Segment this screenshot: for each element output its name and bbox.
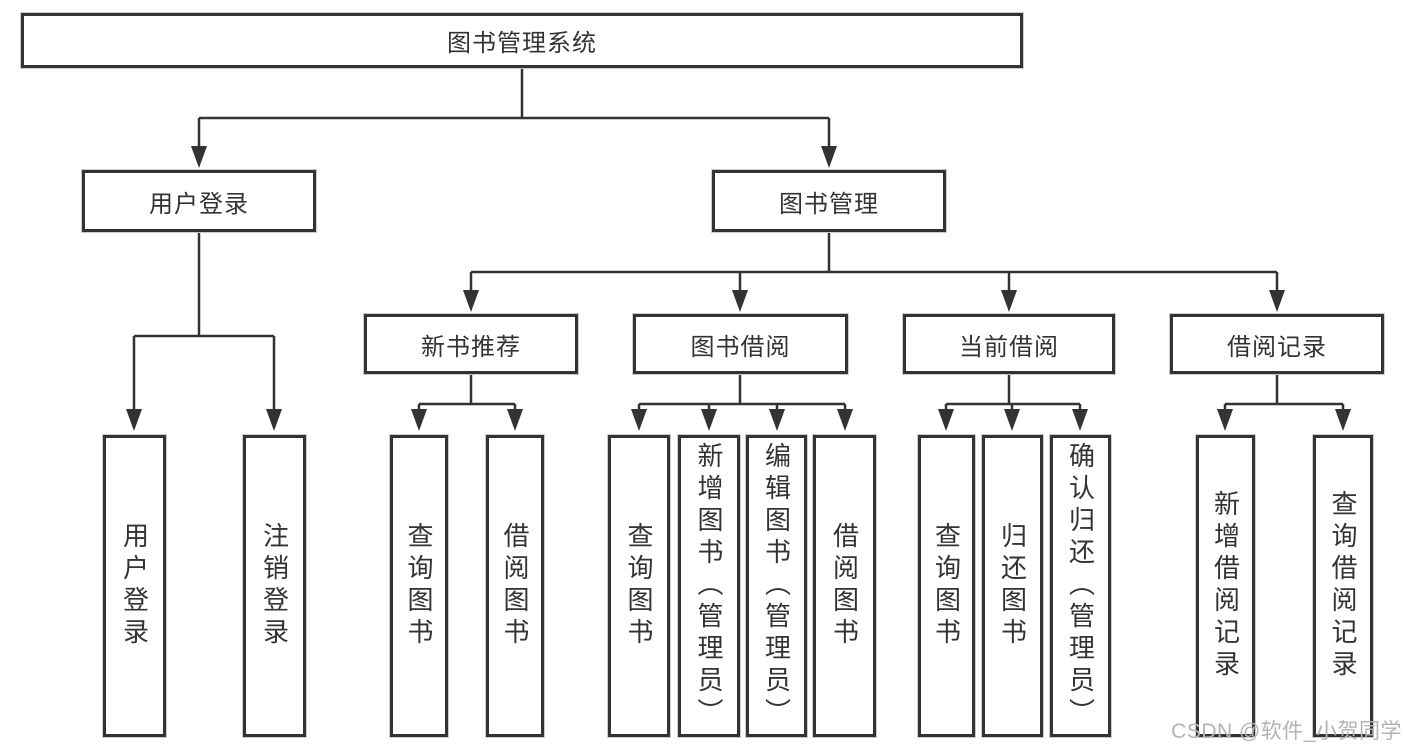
leaf-current-query-books: 查询图书 <box>918 435 975 737</box>
leaf-borrow-edit-books-admin: 编辑图书（管理员） <box>746 435 807 737</box>
node-book-borrow-label: 图书借阅 <box>690 333 791 361</box>
leaf-borrow-add-books-admin: 新增图书（管理员） <box>678 435 740 737</box>
leaf-records-add-record-label: 新增借阅记录 <box>1210 490 1241 682</box>
leaf-records-add-record: 新增借阅记录 <box>1196 435 1255 737</box>
leaf-current-confirm-return-admin: 确认归还（管理员） <box>1050 435 1111 737</box>
leaf-recommend-borrow-books: 借阅图书 <box>486 435 544 737</box>
leaf-user-login: 用户登录 <box>103 435 166 737</box>
leaf-borrow-borrow-books: 借阅图书 <box>813 435 876 737</box>
node-new-book-recommend: 新书推荐 <box>364 314 578 374</box>
node-book-management: 图书管理 <box>712 170 946 232</box>
leaf-borrow-query-books: 查询图书 <box>608 435 670 737</box>
node-root: 图书管理系统 <box>21 13 1023 68</box>
node-book-management-label: 图书管理 <box>779 190 879 218</box>
leaf-current-return-books: 归还图书 <box>982 435 1043 737</box>
leaf-logout-label: 注销登录 <box>259 522 290 650</box>
node-new-book-recommend-label: 新书推荐 <box>421 333 521 361</box>
node-user-login-label: 用户登录 <box>149 190 249 218</box>
leaf-current-return-books-label: 归还图书 <box>997 522 1028 650</box>
arrowheads <box>126 146 1351 431</box>
leaf-borrow-borrow-books-label: 借阅图书 <box>829 522 860 650</box>
connector-paths <box>132 68 1345 409</box>
leaf-recommend-query-books: 查询图书 <box>390 435 448 737</box>
node-borrow-records-label: 借阅记录 <box>1227 333 1327 361</box>
node-user-login: 用户登录 <box>82 170 316 232</box>
leaf-logout: 注销登录 <box>243 435 306 737</box>
leaf-current-confirm-return-admin-label: 确认归还（管理员） <box>1065 442 1096 730</box>
leaf-borrow-edit-books-admin-label: 编辑图书（管理员） <box>761 442 792 730</box>
leaf-recommend-borrow-books-label: 借阅图书 <box>500 522 530 650</box>
leaf-records-query-record-label: 查询借阅记录 <box>1328 490 1358 682</box>
csdn-watermark: CSDN @软件_小贺同学 <box>1171 720 1402 743</box>
leaf-current-query-books-label: 查询图书 <box>931 522 962 650</box>
leaf-borrow-query-books-label: 查询图书 <box>624 522 654 650</box>
leaf-recommend-query-books-label: 查询图书 <box>404 522 434 650</box>
node-book-borrow: 图书借阅 <box>633 314 848 374</box>
node-borrow-records: 借阅记录 <box>1170 314 1384 374</box>
leaf-borrow-add-books-admin-label: 新增图书（管理员） <box>694 442 724 730</box>
node-current-borrow: 当前借阅 <box>903 314 1115 374</box>
leaf-records-query-record: 查询借阅记录 <box>1313 435 1373 737</box>
node-root-label: 图书管理系统 <box>447 30 597 57</box>
node-current-borrow-label: 当前借阅 <box>959 333 1059 361</box>
leaf-user-login-label: 用户登录 <box>119 522 150 650</box>
